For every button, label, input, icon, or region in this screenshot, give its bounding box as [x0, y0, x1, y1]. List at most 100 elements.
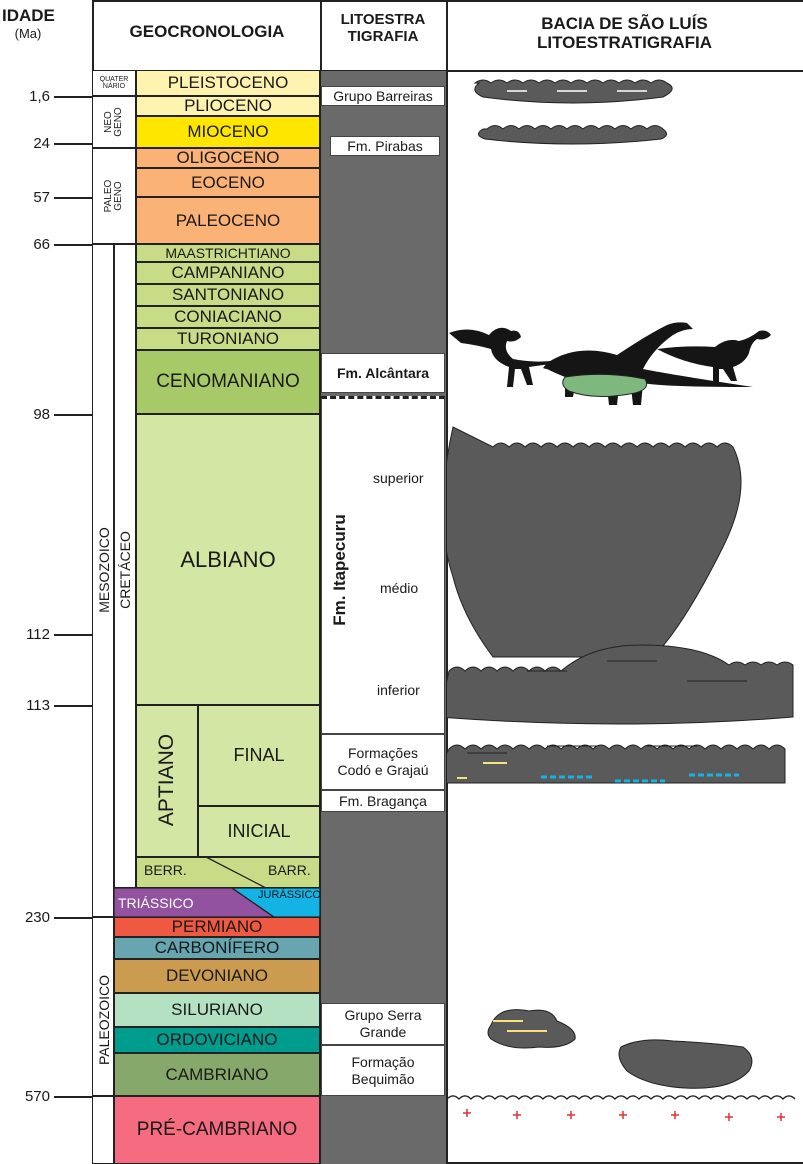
age-label: 570 [2, 1088, 50, 1105]
stage-label: INICIAL [227, 821, 290, 842]
dinosaur-left [449, 328, 573, 387]
stage-triassico-label: TRIÁSSICO [118, 895, 193, 911]
lith-label: Fm. Alcântara [337, 365, 429, 382]
stage-label: OLIGOCENO [177, 148, 280, 168]
stage-pleistoceno: PLEISTOCENO [136, 70, 320, 96]
age-tick [54, 244, 92, 246]
lith-codo-grajau: Formações Codó e Grajaú [321, 734, 445, 790]
age-tick [54, 96, 92, 98]
geocronologia-header: GEOCRONOLOGIA [94, 22, 320, 41]
era-neogeno-label: NEO GENO [104, 97, 124, 147]
age-label: 98 [2, 406, 50, 423]
stage-aptiano-inicial: INICIAL [198, 806, 320, 857]
stage-santoniano: SANTONIANO [136, 284, 320, 306]
stage-albiano: ALBIANO [136, 414, 320, 705]
stage-label: FINAL [233, 745, 284, 766]
lith-label: Grupo Serra [344, 1007, 421, 1024]
stage-label: SANTONIANO [172, 285, 284, 305]
bequimao-lens [619, 1040, 752, 1088]
stage-label: PLIOCENO [184, 96, 272, 116]
age-label: 112 [2, 626, 50, 643]
stage-berr-label: BERR. [144, 862, 187, 878]
lith-medio-label: médio [380, 580, 418, 596]
stage-label: CAMPANIANO [171, 263, 284, 283]
age-label: 113 [2, 697, 50, 714]
stage-eoceno: EOCENO [136, 168, 320, 197]
stage-label: CARBONÍFERO [155, 938, 280, 958]
stage-label: ALBIANO [180, 547, 275, 573]
lith-label: Grande [360, 1024, 407, 1041]
lito-line2: TIGRAFIA [320, 29, 446, 46]
lito-line1: LITOESTRA [320, 12, 446, 29]
age-label: 1,6 [2, 88, 50, 105]
era-quaternario-label: QUATER NÁRIO [93, 76, 135, 91]
stage-permiano: PERMIANO [114, 917, 320, 937]
idade-header: IDADE (Ma) [2, 6, 54, 42]
stage-label: MAASTRICHTIANO [165, 245, 290, 261]
litoestratigrafia-header: LITOESTRA TIGRAFIA [320, 12, 446, 46]
lith-label: Formações [348, 745, 418, 762]
age-label: 66 [2, 236, 50, 253]
age-tick [54, 634, 92, 636]
stage-label: PRÉ-CAMBRIANO [137, 1119, 297, 1141]
stage-label: CAMBRIANO [166, 1065, 269, 1085]
stage-siluriano: SILURIANO [114, 993, 320, 1027]
stage-label: PERMIANO [172, 917, 263, 937]
stage-label: ORDOVICIANO [157, 1030, 278, 1050]
stage-label: PALEOCENO [176, 211, 281, 231]
basin-illustration [447, 71, 803, 1164]
lith-bequimao: Formação Bequimão [321, 1045, 445, 1096]
stage-label: TURONIANO [177, 329, 279, 349]
lith-grupo-barreiras: Grupo Barreiras [321, 86, 445, 106]
lith-fm-braganca: Fm. Bragança [321, 790, 445, 812]
era-quaternario: QUATER NÁRIO [92, 70, 136, 96]
stage-cambriano: CAMBRIANO [114, 1053, 320, 1096]
stage-mioceno: MIOCENO [136, 116, 320, 148]
age-label: 230 [2, 909, 50, 926]
stage-label: EOCENO [191, 173, 265, 193]
fossil-lens [563, 374, 647, 396]
age-label: 24 [2, 135, 50, 152]
pirabas-lens [478, 126, 666, 145]
stage-label: CENOMANIANO [156, 371, 300, 393]
era-mesozoico-label: MESOZOICO [96, 527, 112, 613]
stage-jurassico-label: JURÁSSICO [258, 889, 321, 901]
stage-aptiano-label: APTIANO [155, 734, 179, 826]
stage-ordoviciano: ORDOVICIANO [114, 1027, 320, 1053]
stage-label: CONIACIANO [174, 307, 282, 327]
bacia-header: BACIA DE SÃO LUÍS LITOESTRATIGRAFIA [446, 14, 803, 52]
stage-campaniano: CAMPANIANO [136, 262, 320, 284]
stage-carbonifero: CARBONÍFERO [114, 937, 320, 959]
stage-aptiano-final: FINAL [198, 705, 320, 806]
stage-precambriano: PRÉ-CAMBRIANO [114, 1096, 320, 1164]
basement-crosses [463, 1109, 785, 1121]
stage-barr-label: BARR. [268, 862, 311, 878]
age-tick [54, 414, 92, 416]
age-tick [54, 197, 92, 199]
era-paleogeno-label: PALEO GENO [104, 171, 124, 221]
age-label: 57 [2, 189, 50, 206]
lith-label: Bequimão [351, 1071, 414, 1088]
lith-superior-label: superior [373, 470, 424, 486]
stage-cenomaniano: CENOMANIANO [136, 350, 320, 414]
age-tick [54, 143, 92, 145]
stage-label: DEVONIANO [166, 966, 268, 986]
stage-label: PLEISTOCENO [168, 73, 289, 93]
stage-maastrichtiano: MAASTRICHTIANO [136, 244, 320, 262]
era-blank-lower [92, 1096, 114, 1164]
stage-oligoceno: OLIGOCENO [136, 148, 320, 168]
bacia-line2: LITOESTRATIGRAFIA [446, 33, 803, 52]
age-tick [54, 705, 92, 707]
stage-coniaciano: CONIACIANO [136, 306, 320, 328]
unconformity-line [447, 1096, 795, 1099]
idade-unit: (Ma) [2, 27, 54, 42]
itapecuru-upper [447, 427, 741, 657]
bacia-line1: BACIA DE SÃO LUÍS [446, 14, 803, 33]
stage-plioceno: PLIOCENO [136, 96, 320, 116]
lith-label: Codó e Grajaú [337, 762, 428, 779]
serra-grande-lens [488, 1010, 575, 1048]
lith-label: Fm. Pirabas [347, 138, 422, 155]
lith-fm-itapecuru-label: Fm. Itapecuru [330, 514, 350, 625]
lith-serra-grande: Grupo Serra Grande [321, 1003, 445, 1045]
